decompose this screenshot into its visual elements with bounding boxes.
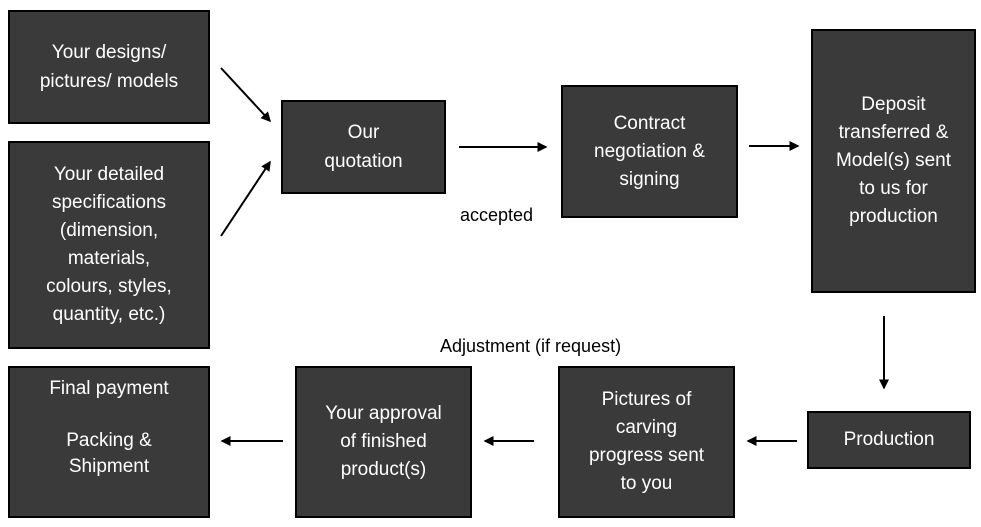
node-deposit: Deposit transferred & Model(s) sent to u… bbox=[811, 29, 976, 293]
edge-label-accepted: accepted bbox=[460, 205, 534, 225]
node-contract-label: Contract negotiation & signing bbox=[594, 112, 705, 190]
node-specifications: Your detailed specifications (dimension,… bbox=[8, 141, 210, 349]
node-final-payment-label: Final payment Packing & Shipment bbox=[49, 378, 169, 477]
node-specifications-label: Your detailed specifications (dimension,… bbox=[46, 164, 172, 325]
node-final-payment: Final payment Packing & Shipment bbox=[8, 366, 210, 518]
arrow-designs-to-quotation bbox=[220, 67, 272, 123]
node-designs: Your designs/ pictures/ models bbox=[8, 10, 210, 124]
node-production: Production bbox=[807, 411, 971, 469]
node-pictures: Pictures of carving progress sent to you bbox=[558, 366, 735, 518]
edge-label-adjustment: Adjustment (if request) bbox=[440, 336, 622, 356]
node-approval: Your approval of finished product(s) bbox=[295, 366, 472, 518]
node-approval-label: Your approval of finished product(s) bbox=[325, 403, 442, 480]
node-pictures-label: Pictures of carving progress sent to you bbox=[588, 389, 705, 494]
node-quotation-label: Our quotation bbox=[324, 122, 403, 172]
node-designs-label: Your designs/ pictures/ models bbox=[39, 42, 179, 92]
arrow-specs-to-quotation bbox=[220, 160, 271, 237]
node-contract: Contract negotiation & signing bbox=[561, 85, 738, 218]
node-quotation: Our quotation bbox=[281, 100, 446, 194]
node-production-label: Production bbox=[843, 429, 935, 450]
node-deposit-label: Deposit transferred & Model(s) sent to u… bbox=[835, 94, 952, 227]
